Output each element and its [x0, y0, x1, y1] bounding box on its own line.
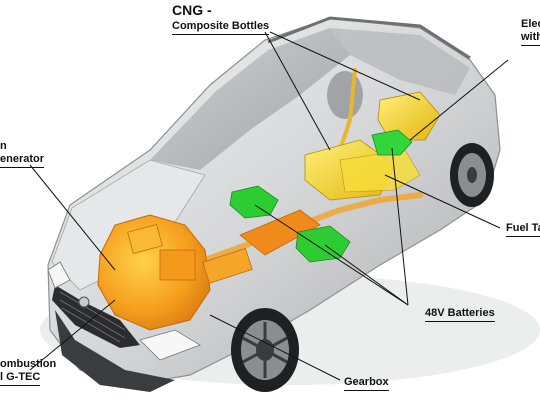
- fuel-tank-label: Fuel Ta: [506, 222, 540, 237]
- fuel-tank-text: Fuel Ta: [506, 222, 540, 237]
- gearbox-label: Gearbox: [344, 376, 389, 391]
- headlight-left: [47, 261, 71, 289]
- windshield: [150, 28, 350, 170]
- cng-subtitle-label: Composite Bottles: [172, 20, 270, 35]
- electric-label-line1: Elec: [521, 18, 540, 30]
- batteries-text: 48V Batteries: [425, 307, 495, 322]
- engine: [97, 214, 253, 331]
- gearbox-text: Gearbox: [344, 376, 389, 391]
- side-windows: [330, 28, 470, 95]
- leader-lines: [29, 31, 509, 381]
- cng-title-label: CNG -: [172, 2, 212, 18]
- cng-title-text: CNG -: [172, 2, 212, 18]
- front-wheel: [231, 308, 299, 392]
- headlight-right: [139, 329, 201, 361]
- transmission: [239, 209, 321, 256]
- combustion-label: ombustion l G-TEC: [0, 358, 56, 386]
- front-bumper: [55, 310, 175, 392]
- electric-label: Elec with: [521, 18, 540, 46]
- cng-subtitle-text: Composite Bottles: [172, 20, 270, 35]
- battery-3: [371, 129, 413, 156]
- generator-label-line1: n: [0, 140, 7, 152]
- combustion-label-line2: l G-TEC: [0, 371, 41, 386]
- rear-wheel-far: [327, 71, 363, 119]
- batteries-label: 48V Batteries: [425, 307, 495, 322]
- electric-label-line2: with: [521, 31, 540, 46]
- combustion-label-line1: ombustion: [0, 358, 57, 370]
- rear-wheel: [450, 143, 494, 207]
- generator-label: n enerator: [0, 140, 45, 168]
- generator-label-line2: enerator: [0, 153, 45, 168]
- brand-badge: [78, 296, 90, 308]
- roof-rail: [267, 16, 471, 60]
